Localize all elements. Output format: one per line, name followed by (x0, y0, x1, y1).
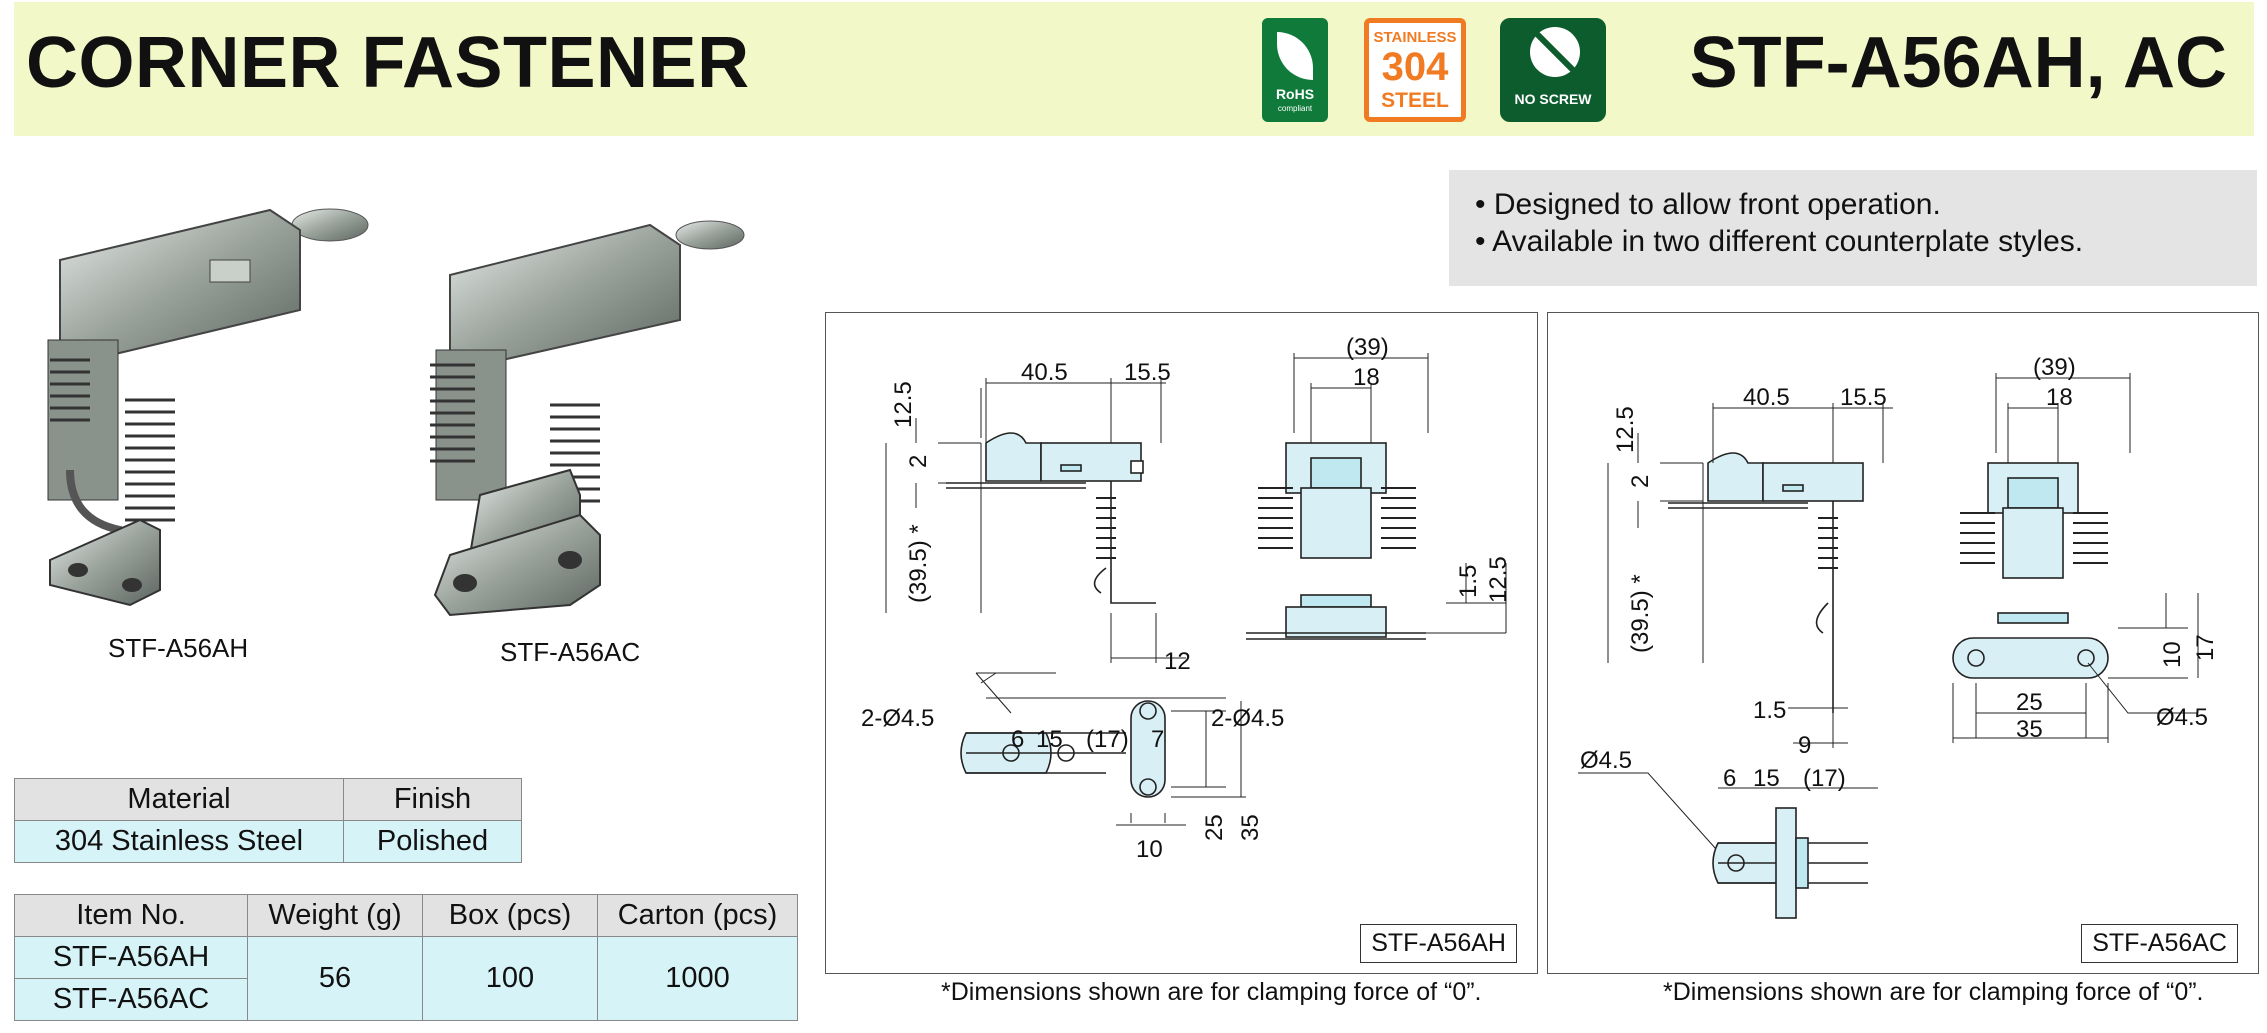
dim-15-5: 15.5 (1840, 384, 1887, 411)
dim-12-5-vert: 12.5 (1612, 406, 1639, 453)
dim-35: 35 (1237, 814, 1264, 841)
box-cell: 100 (422, 936, 598, 1021)
dim-2: 2 (905, 455, 932, 468)
item-table: Item No. Weight (g) Box (pcs) Carton (pc… (14, 894, 798, 1021)
product-photo-ac (430, 220, 745, 617)
dim-39: (39) (1346, 334, 1389, 361)
no-screw-badge: NO SCREW (1500, 18, 1606, 122)
dim-18: 18 (2046, 384, 2073, 411)
item-no-header: Item No. (14, 894, 248, 937)
feature-item: • Designed to allow front operation. (1475, 188, 1941, 221)
page-title: CORNER FASTENER (26, 23, 750, 103)
weight-cell: 56 (247, 936, 423, 1021)
dim-hole-left: 2-Ø4.5 (861, 705, 934, 732)
dim-1-5: 1.5 (1753, 697, 1786, 724)
dim-hole-right: 2-Ø4.5 (1211, 705, 1284, 732)
product-photo-ah (47, 208, 369, 607)
footnote-ac: *Dimensions shown are for clamping force… (1663, 978, 2204, 1006)
dim-25: 25 (1201, 814, 1228, 841)
stainless-bottom-label: STEEL (1381, 89, 1449, 112)
dim-12-5-right: 12.5 (1485, 556, 1512, 603)
box-header: Box (pcs) (422, 894, 598, 937)
dim-6: 6 (1723, 765, 1736, 792)
drawing-panel-ah: 40.5 15.5 12.5 2 (39.5) * 12 (39) 18 1.5… (825, 312, 1538, 974)
finish-value: Polished (343, 820, 522, 863)
footnote-ah: *Dimensions shown are for clamping force… (941, 978, 1482, 1006)
no-screw-label: NO SCREW (1514, 91, 1592, 107)
model-number: STF-A56AH, AC (1689, 23, 2227, 103)
rohs-badge: RoHS compliant (1262, 18, 1328, 122)
dim-35: 35 (2016, 716, 2043, 743)
rohs-label: RoHS (1275, 86, 1315, 102)
dim-40-5: 40.5 (1021, 359, 1068, 386)
material-table: Material Finish 304 Stainless Steel Poli… (14, 778, 522, 863)
leaf-icon (1277, 32, 1313, 80)
dim-7: 7 (1151, 726, 1164, 753)
dim-10: 10 (1136, 836, 1163, 863)
drawing-tag-ah: STF-A56AH (1360, 924, 1517, 963)
stainless-grade: 304 (1381, 45, 1449, 89)
dim-15: 15 (1036, 726, 1063, 753)
dim-15: 15 (1753, 765, 1780, 792)
material-header: Material (14, 778, 344, 821)
item-no-cell: STF-A56AC (14, 978, 248, 1021)
carton-header: Carton (pcs) (597, 894, 798, 937)
header-band (14, 2, 2254, 136)
dim-hole-left: Ø4.5 (1580, 747, 1632, 774)
technical-drawing-ac: 40.5 15.5 12.5 2 (39.5) * 1.5 9 (39) 18 … (1578, 354, 2219, 919)
no-screw-icon (1530, 27, 1580, 77)
dim-17: (17) (1803, 765, 1846, 792)
dim-39: (39) (2033, 354, 2076, 381)
dim-25: 25 (2016, 689, 2043, 716)
dim-40-5: 40.5 (1743, 384, 1790, 411)
dim-39-5: (39.5) * (905, 524, 932, 603)
finish-header: Finish (343, 778, 522, 821)
item-no-cell: STF-A56AH (14, 936, 248, 979)
carton-cell: 1000 (597, 936, 798, 1021)
weight-header: Weight (g) (247, 894, 423, 937)
stainless-badge: STAINLESS 304 STEEL (1364, 18, 1466, 122)
feature-item: • Available in two different counterplat… (1475, 225, 2084, 258)
dim-6: 6 (1011, 726, 1024, 753)
dim-15-5: 15.5 (1124, 359, 1171, 386)
rohs-sublabel: compliant (1277, 104, 1313, 113)
dim-17-vert: 17 (2192, 634, 2219, 661)
dim-10: 10 (2159, 641, 2186, 668)
dim-hole-right: Ø4.5 (2156, 704, 2208, 731)
dim-12-5-vert: 12.5 (890, 381, 917, 428)
features-box: • Designed to allow front operation. • A… (1449, 170, 2257, 286)
dim-12: 12 (1164, 648, 1191, 675)
dim-39-5: (39.5) * (1627, 574, 1654, 653)
stainless-top-label: STAINLESS (1373, 29, 1457, 46)
technical-drawing-ah: 40.5 15.5 12.5 2 (39.5) * 12 (39) 18 1.5… (861, 334, 1512, 863)
photo-caption-ac: STF-A56AC (500, 637, 641, 667)
dim-17: (17) (1086, 726, 1129, 753)
material-value: 304 Stainless Steel (14, 820, 344, 863)
dim-1-5: 1.5 (1455, 565, 1482, 598)
dim-18: 18 (1353, 364, 1380, 391)
dim-9: 9 (1798, 732, 1811, 759)
photo-caption-ah: STF-A56AH (108, 633, 249, 663)
drawing-panel-ac: 40.5 15.5 12.5 2 (39.5) * 1.5 9 (39) 18 … (1547, 312, 2259, 974)
drawing-tag-ac: STF-A56AC (2081, 924, 2238, 963)
dim-2: 2 (1627, 475, 1654, 488)
